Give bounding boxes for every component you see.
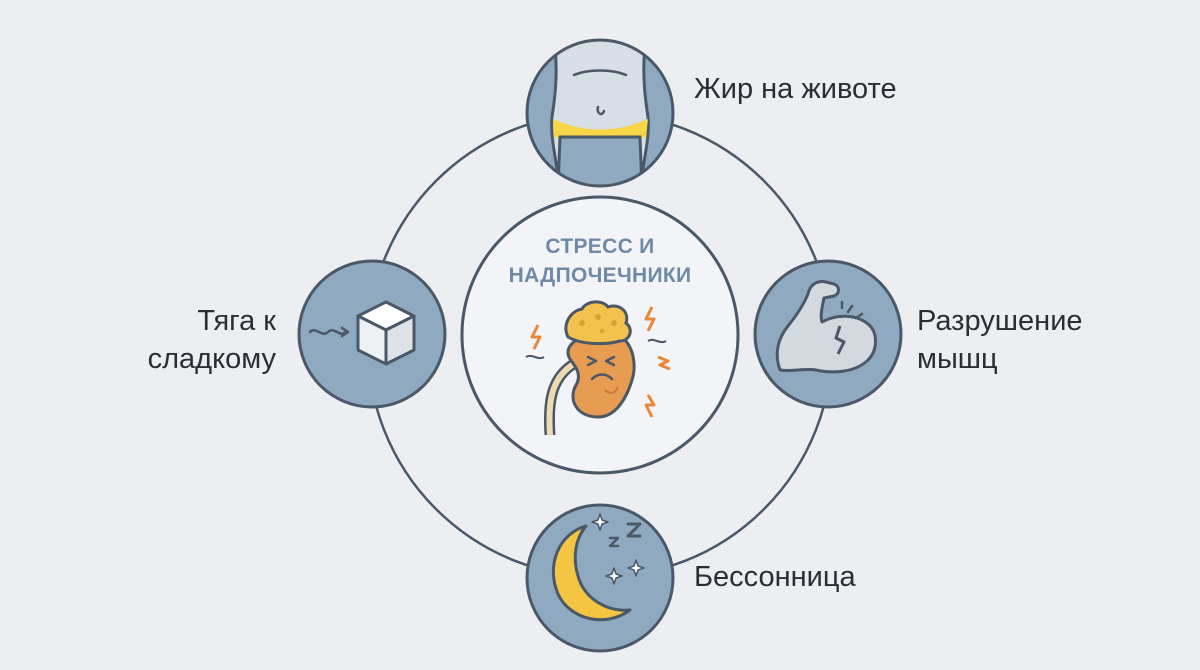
label-insomnia: Бессонница (694, 561, 856, 593)
label-sugar-craving: Тяга к сладкому (130, 302, 276, 378)
belly-fat-icon (550, 41, 650, 185)
moon-and-stars-icon (551, 513, 645, 622)
sugar-cube-icon (308, 300, 416, 366)
center-title-line1: СТРЕСС И (545, 235, 655, 258)
label-sugar-craving-line1: Тяга к (197, 305, 276, 337)
label-belly-fat: Жир на животе (694, 73, 897, 105)
label-muscle-breakdown-line1: Разрушение (917, 305, 1083, 337)
sugar-craving-node (297, 259, 447, 409)
center-title-line2: НАДПОЧЕЧНИКИ (508, 264, 692, 287)
center-title: СТРЕСС И НАДПОЧЕЧНИКИ (470, 232, 730, 290)
label-muscle-breakdown: Разрушение мышц (917, 302, 1083, 378)
label-muscle-breakdown-line2: мышц (917, 343, 998, 375)
stressed-adrenal-kidney-icon (525, 300, 671, 435)
broken-muscle-arm-icon (775, 280, 877, 374)
belly-fat-node (525, 38, 675, 188)
broken-muscle-node (753, 259, 903, 409)
insomnia-node (525, 503, 675, 653)
label-sugar-craving-line2: сладкому (147, 343, 276, 375)
